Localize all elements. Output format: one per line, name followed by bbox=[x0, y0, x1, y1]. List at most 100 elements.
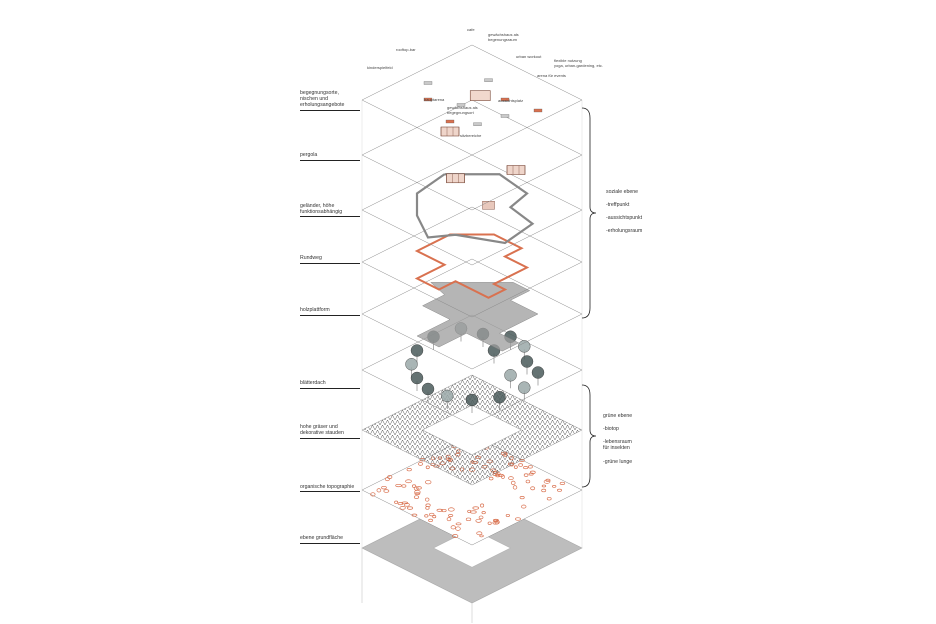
topography-contour bbox=[395, 483, 402, 488]
annotation-cafe: cafe bbox=[467, 27, 475, 32]
topography-contour bbox=[527, 465, 533, 469]
topography-contour bbox=[521, 504, 527, 509]
topography-contour bbox=[436, 508, 443, 512]
topography-contour bbox=[556, 488, 563, 492]
annotation-arena-fuer-events: arena für events bbox=[537, 73, 566, 78]
rundweg-plane bbox=[361, 206, 583, 318]
annotation-gewaechshaus-2: gewächshaus als begegnungsort bbox=[447, 105, 478, 115]
tree-crown bbox=[520, 355, 534, 368]
wooden-platform bbox=[416, 282, 539, 352]
topography-contour bbox=[528, 472, 534, 476]
topography-contour bbox=[515, 517, 521, 521]
leader-line-blaetterdach bbox=[300, 388, 360, 389]
group-title-gruene: grüne ebene bbox=[603, 413, 633, 419]
annotation-gewaechshaus: gewächshaus als begenungsraum bbox=[488, 32, 519, 42]
topography-contour bbox=[411, 513, 418, 517]
leader-line-rundweg bbox=[300, 263, 360, 264]
topography-contour bbox=[447, 507, 455, 512]
topography-contour bbox=[530, 486, 536, 491]
annotation-aussichtsplatz: aussichtsplatz bbox=[498, 98, 524, 103]
topography-contour bbox=[441, 508, 447, 513]
tree-crown bbox=[518, 381, 531, 394]
topography-contour bbox=[487, 521, 492, 525]
hauptarena-structure bbox=[469, 90, 491, 101]
topography-contour bbox=[523, 473, 529, 477]
topography-contour bbox=[480, 503, 485, 508]
topography-contour bbox=[552, 485, 557, 488]
topography-contour bbox=[492, 518, 499, 522]
tree-crown bbox=[410, 371, 424, 385]
layer-label-grundflaeche: ebene grundfläche bbox=[300, 535, 343, 541]
layer-label-topographie: organische topographie bbox=[300, 484, 355, 490]
topography-contour bbox=[508, 476, 514, 481]
topography-contour bbox=[432, 515, 437, 519]
layer-label-graeser: hohe gräser und dekorative stauden bbox=[300, 424, 344, 436]
tree-crown bbox=[504, 369, 517, 382]
tree-crown bbox=[518, 340, 531, 353]
railing-plane bbox=[361, 154, 583, 266]
topography-contour bbox=[376, 488, 382, 493]
topography-contour bbox=[414, 492, 421, 496]
group-item-aussichtspunkt: -aussichtspunkt bbox=[606, 215, 643, 221]
group-item-erholungsraum: -erholungsraum bbox=[606, 228, 643, 234]
tree-crown bbox=[465, 393, 479, 407]
tree-crown bbox=[410, 344, 424, 357]
topography-contour bbox=[529, 470, 536, 474]
topography-contour bbox=[448, 514, 454, 517]
tree-crown bbox=[421, 382, 435, 396]
topography-contour bbox=[470, 510, 477, 514]
rundweg-path bbox=[414, 233, 530, 299]
brace-soziale bbox=[581, 107, 597, 319]
leader-line-holzplattform bbox=[300, 315, 360, 316]
topography-contour bbox=[381, 485, 387, 490]
layer-label-pergola: pergola bbox=[300, 152, 318, 158]
topography-contour bbox=[455, 526, 461, 531]
topography-contour bbox=[543, 479, 551, 484]
topography-contour bbox=[384, 477, 390, 482]
leader-line-grundflaeche bbox=[300, 543, 360, 544]
annotation-kinderspielfeld: kinderspielfeld bbox=[367, 65, 393, 70]
topography-contour bbox=[428, 518, 433, 523]
meeting-spot bbox=[473, 122, 482, 126]
group-item-biotop: -biotop bbox=[603, 426, 619, 432]
topography-contour bbox=[406, 506, 414, 510]
topography-contour bbox=[465, 517, 472, 522]
leader-line-graeser bbox=[300, 438, 360, 439]
layer-label-rundweg: Rundweg bbox=[300, 255, 322, 261]
grasses-courtyard bbox=[421, 404, 523, 456]
topography-contour bbox=[452, 534, 459, 538]
topography-contour bbox=[425, 465, 430, 470]
topography-contour bbox=[546, 497, 552, 501]
pergola-structure bbox=[446, 173, 465, 184]
topography-contour bbox=[481, 511, 486, 515]
leader-line-gelaender bbox=[300, 216, 360, 217]
railing-structure bbox=[482, 201, 495, 210]
canopy-plane bbox=[361, 314, 583, 426]
layer-label-gelaender: geländer, höhe funktionsabhängig bbox=[300, 203, 343, 215]
topography-contour bbox=[510, 480, 516, 485]
meeting-spot bbox=[500, 97, 510, 102]
meeting-spot bbox=[456, 103, 466, 107]
meeting-spot bbox=[533, 108, 543, 113]
topography-plane bbox=[361, 434, 583, 546]
leader-line-pergola bbox=[300, 160, 360, 161]
pergola-structure bbox=[440, 126, 460, 137]
topography-contour bbox=[478, 515, 484, 520]
pergola-structure bbox=[506, 165, 526, 175]
topography-contour bbox=[403, 502, 410, 507]
topography-contour bbox=[476, 531, 483, 536]
group-item-gruene-lunge: -grüne lunge bbox=[603, 459, 633, 465]
tree-crown bbox=[493, 391, 506, 404]
meeting-spot bbox=[423, 81, 433, 85]
meeting-spot bbox=[500, 114, 510, 118]
topography-contour bbox=[455, 522, 462, 526]
topography-contour bbox=[416, 486, 422, 490]
topography-contour bbox=[559, 481, 566, 485]
layer-label-begegnungsorte: begegnungsorte, nischen und erholungsang… bbox=[300, 90, 345, 108]
annotation-sitzbereiche: sitzbereiche bbox=[460, 133, 482, 138]
group-item-lebensraum: -lebensraum für insekten bbox=[603, 439, 632, 451]
topography-contour bbox=[370, 492, 376, 497]
topography-contour bbox=[417, 462, 424, 466]
tree-crown bbox=[531, 366, 545, 379]
